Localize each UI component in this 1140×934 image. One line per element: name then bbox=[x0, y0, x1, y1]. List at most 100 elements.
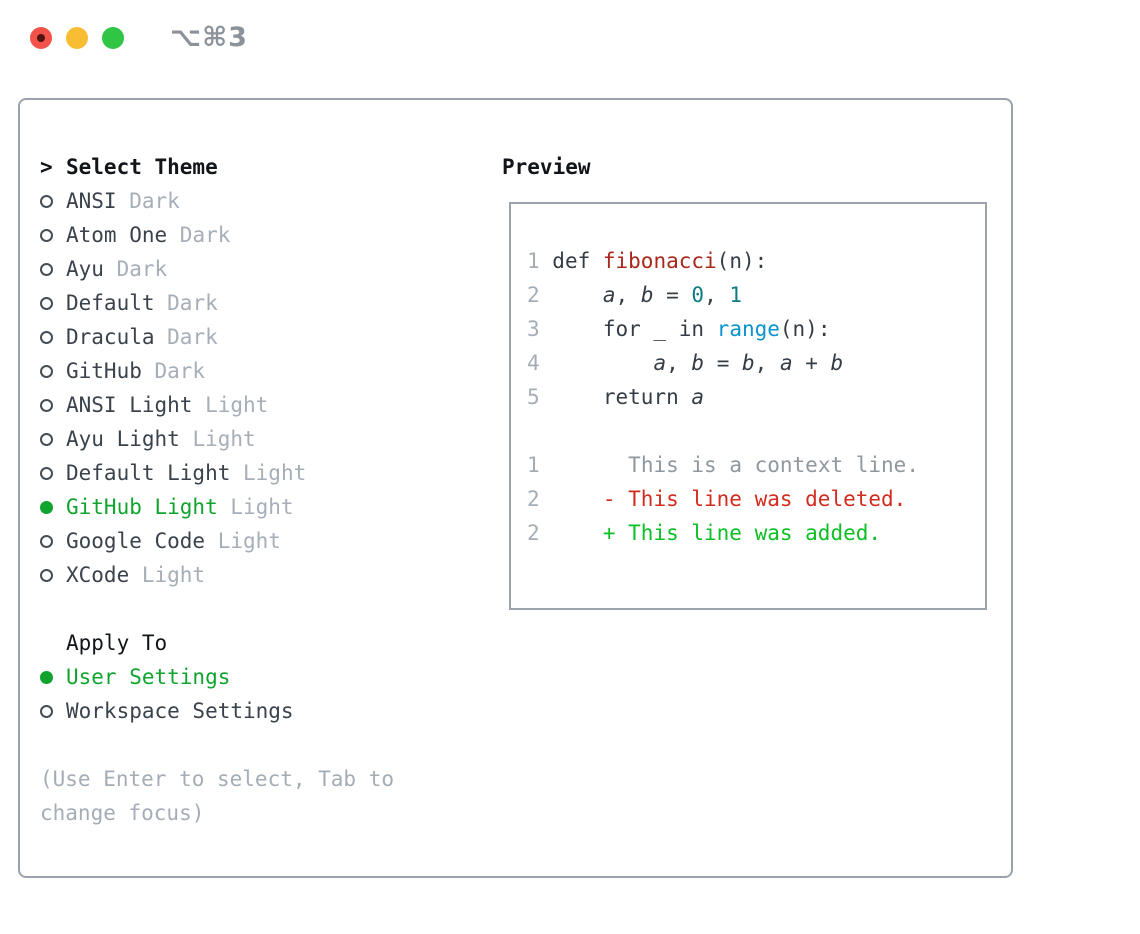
window-title: ⌥⌘3 bbox=[170, 22, 248, 53]
radio-circle bbox=[40, 466, 53, 480]
theme-option-label: Atom One bbox=[66, 223, 168, 247]
code-token-text: def bbox=[539, 249, 603, 273]
apply-to-header: Apply To bbox=[40, 626, 394, 660]
apply-option-label: User Settings bbox=[66, 665, 231, 689]
code-line-7: 1 This is a context line. bbox=[527, 448, 985, 482]
code-token-text: (n): bbox=[716, 249, 768, 273]
radio-selected-icon bbox=[40, 670, 66, 684]
code-token-text: return bbox=[539, 385, 692, 409]
theme-option-google-code[interactable]: Google Code Light bbox=[40, 524, 394, 558]
radio-icon bbox=[40, 534, 66, 548]
code-token-var: b bbox=[691, 351, 705, 375]
code-token-text bbox=[540, 453, 629, 477]
titlebar: ⌥⌘3 bbox=[0, 0, 1140, 76]
apply-option-label: Workspace Settings bbox=[66, 699, 294, 723]
radio-circle bbox=[40, 194, 53, 208]
code-token-var: b bbox=[830, 351, 844, 375]
theme-option-label: GitHub bbox=[66, 359, 142, 383]
code-token-text: , bbox=[704, 283, 730, 307]
theme-option-default[interactable]: Default Dark bbox=[40, 286, 394, 320]
theme-option-ansi-light[interactable]: ANSI Light Light bbox=[40, 388, 394, 422]
theme-option-label: ANSI bbox=[66, 189, 117, 213]
line-number: 1 bbox=[527, 453, 540, 477]
radio-circle bbox=[40, 228, 53, 242]
code-token-text bbox=[540, 521, 603, 545]
code-line-3: 3 for _ in range(n): bbox=[527, 312, 985, 346]
list-gap bbox=[40, 592, 394, 626]
code-line-4: 4 a, b = b, a + b bbox=[527, 346, 985, 380]
theme-option-label: ANSI Light bbox=[66, 393, 193, 417]
code-token-var: a bbox=[779, 351, 793, 375]
code-token-var: b bbox=[640, 283, 654, 307]
theme-option-dracula[interactable]: Dracula Dark bbox=[40, 320, 394, 354]
theme-variant-label: Light bbox=[205, 529, 281, 553]
select-theme-header: > Select Theme bbox=[40, 150, 394, 184]
code-token-text: (n): bbox=[779, 317, 831, 341]
theme-variant-label: Dark bbox=[103, 257, 168, 281]
select-theme-title: Select Theme bbox=[66, 155, 218, 179]
theme-option-label: GitHub Light bbox=[66, 495, 218, 519]
code-token-text: + bbox=[792, 351, 831, 375]
close-dot-icon bbox=[37, 34, 45, 42]
radio-circle bbox=[40, 568, 53, 582]
code-line-1: 1 def fibonacci(n): bbox=[527, 244, 985, 278]
theme-option-ansi[interactable]: ANSI Dark bbox=[40, 184, 394, 218]
radio-circle bbox=[40, 534, 53, 548]
radio-icon bbox=[40, 194, 66, 208]
theme-variant-label: Light bbox=[192, 393, 269, 417]
code-token-text bbox=[540, 487, 603, 511]
code-token-func: fibonacci bbox=[602, 249, 717, 273]
theme-option-github[interactable]: GitHub Dark bbox=[40, 354, 394, 388]
code-token-var: a bbox=[653, 351, 667, 375]
theme-variant-label: Dark bbox=[154, 291, 218, 315]
radio-icon bbox=[40, 228, 66, 242]
code-token-text: = bbox=[653, 283, 692, 307]
line-number: 4 bbox=[527, 351, 540, 375]
code-token-added: + This line was added. bbox=[602, 521, 882, 545]
code-line-9: 2 + This line was added. bbox=[527, 516, 985, 550]
close-button[interactable] bbox=[30, 27, 52, 49]
radio-icon bbox=[40, 432, 66, 446]
code-line-8: 2 - This line was deleted. bbox=[527, 482, 985, 516]
code-line-5: 5 return a bbox=[527, 380, 985, 414]
radio-icon bbox=[40, 704, 66, 718]
theme-option-github-light[interactable]: GitHub Light Light bbox=[40, 490, 394, 524]
focus-caret-icon: > bbox=[40, 155, 53, 179]
code-token-text: , bbox=[615, 283, 641, 307]
apply-option-user-settings[interactable]: User Settings bbox=[40, 660, 394, 694]
theme-option-label: XCode bbox=[66, 563, 130, 587]
radio-icon bbox=[40, 398, 66, 412]
line-number: 2 bbox=[527, 487, 540, 511]
radio-icon bbox=[40, 262, 66, 276]
zoom-button[interactable] bbox=[102, 27, 124, 49]
radio-circle bbox=[40, 364, 53, 378]
radio-circle bbox=[40, 398, 53, 412]
code-token-text: , bbox=[754, 351, 780, 375]
line-number: 3 bbox=[527, 317, 540, 341]
minimize-button[interactable] bbox=[66, 27, 88, 49]
radio-circle bbox=[40, 500, 53, 514]
theme-option-label: Ayu bbox=[66, 257, 104, 281]
theme-option-label: Default bbox=[66, 291, 155, 315]
apply-option-workspace-settings[interactable]: Workspace Settings bbox=[40, 694, 394, 728]
radio-icon bbox=[40, 568, 66, 582]
line-number: 1 bbox=[527, 249, 540, 273]
line-number: 2 bbox=[527, 283, 540, 307]
theme-variant-label: Light bbox=[179, 427, 256, 451]
theme-option-ayu-light[interactable]: Ayu Light Light bbox=[40, 422, 394, 456]
theme-option-atom-one[interactable]: Atom One Dark bbox=[40, 218, 394, 252]
theme-variant-label: Light bbox=[217, 495, 294, 519]
radio-circle bbox=[40, 670, 53, 684]
theme-option-default-light[interactable]: Default Light Light bbox=[40, 456, 394, 490]
theme-variant-label: Dark bbox=[167, 223, 231, 247]
code-token-context: This is a context line. bbox=[628, 453, 919, 477]
theme-option-ayu[interactable]: Ayu Dark bbox=[40, 252, 394, 286]
theme-option-xcode[interactable]: XCode Light bbox=[40, 558, 394, 592]
